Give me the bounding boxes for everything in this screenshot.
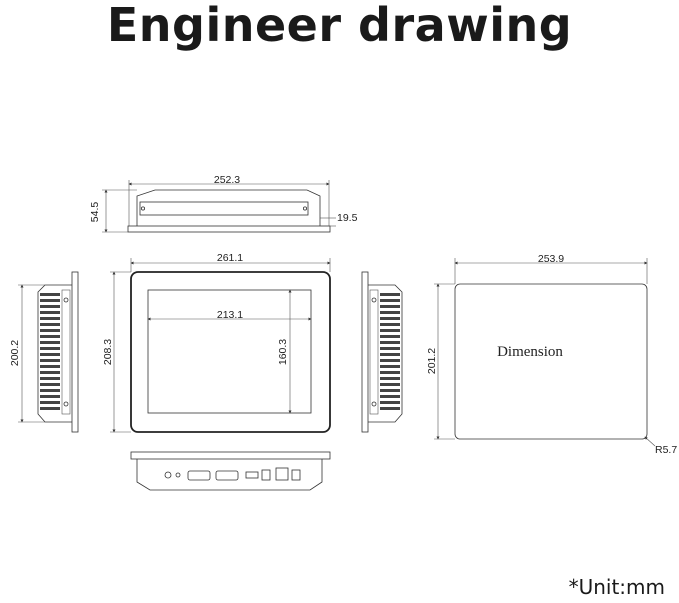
cutout-width-label: 253.9 [538,253,564,265]
top-depth-label: 54.5 [89,202,101,223]
left-side-view: 200.2 [9,271,79,433]
corner-radius-label: R5.7 [655,444,677,456]
front-view: 261.1 208.3 213.1 160.3 [102,252,331,433]
cutout-view: 253.9 201.2 Dimension R5.7 [426,253,677,456]
top-small-label: 19.5 [337,212,358,224]
page-title: Engineer drawing [106,0,573,52]
front-height-label: 208.3 [102,339,114,365]
bottom-view [130,451,331,491]
top-view: 252.3 54.5 19.5 [89,174,358,233]
cutout-height-label: 201.2 [426,348,438,374]
right-side-view [361,271,403,433]
screen-width-label: 213.1 [217,309,243,321]
cutout-label: Dimension [497,344,563,360]
side-height-label: 200.2 [9,340,21,366]
screen-height-label: 160.3 [277,339,289,365]
unit-note: *Unit:mm [568,575,665,599]
front-width-label: 261.1 [217,252,243,264]
top-width-label: 252.3 [214,174,240,186]
